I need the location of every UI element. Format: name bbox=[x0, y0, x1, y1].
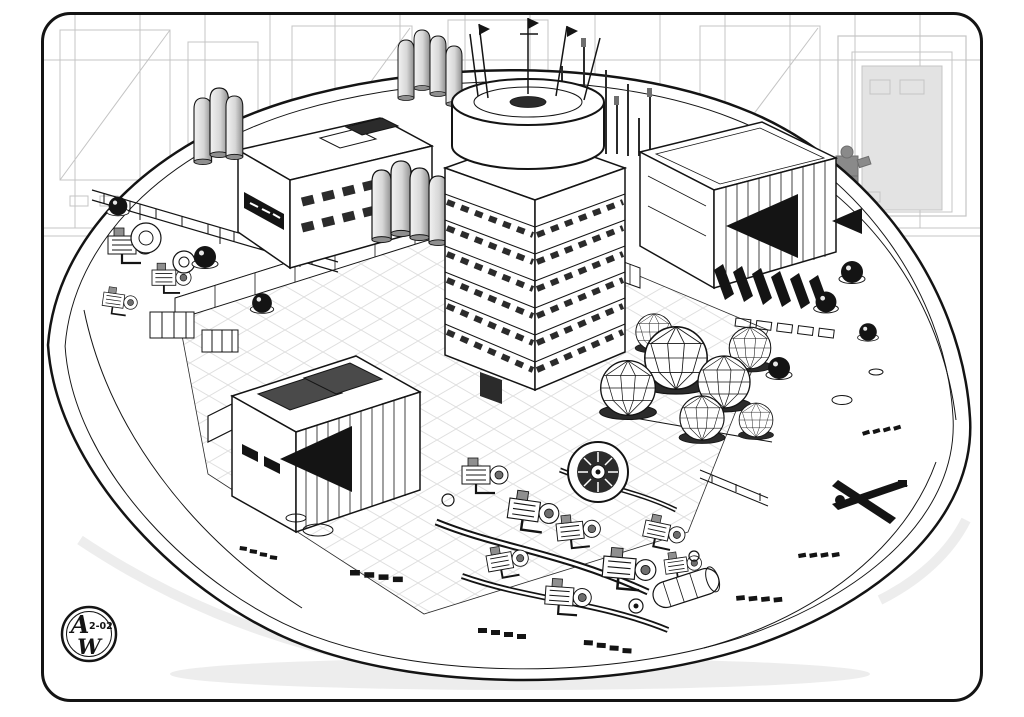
command-tower bbox=[442, 135, 628, 404]
tank-silo bbox=[390, 160, 412, 238]
tank-silo bbox=[429, 35, 447, 97]
badge-number: 2-02 bbox=[89, 621, 113, 632]
badge-letter-bottom: W bbox=[77, 634, 103, 659]
border-frame bbox=[41, 12, 983, 702]
artist-badge: A 2-02 W bbox=[60, 605, 118, 663]
hangar-arrow bbox=[726, 194, 798, 258]
dome bbox=[678, 395, 726, 445]
deck-hatches bbox=[238, 368, 902, 654]
dome bbox=[598, 360, 658, 421]
starboard-hangar bbox=[637, 121, 862, 290]
roof-panel bbox=[302, 362, 384, 395]
tank-silo bbox=[371, 169, 392, 244]
tank-silo bbox=[397, 39, 415, 101]
tank-silo bbox=[193, 97, 213, 166]
port-hangar bbox=[207, 355, 422, 534]
tank-silo bbox=[409, 167, 430, 242]
deck-window-bands bbox=[445, 199, 625, 373]
dark-window bbox=[242, 444, 258, 462]
geodesic-domes bbox=[598, 313, 774, 445]
engine-room bbox=[434, 441, 769, 633]
badge-letter-top: A bbox=[69, 610, 90, 639]
dome bbox=[738, 402, 774, 440]
tank-silo bbox=[413, 29, 431, 91]
tower-doorway bbox=[480, 372, 502, 404]
hull-turret bbox=[832, 480, 908, 524]
dark-window bbox=[264, 456, 280, 474]
backdrop-doorway bbox=[837, 35, 967, 217]
roof-vent bbox=[344, 117, 400, 136]
antenna-masts bbox=[469, 18, 601, 101]
turbine bbox=[567, 441, 629, 503]
horizontal-tank bbox=[652, 566, 721, 609]
hangar-arrow bbox=[280, 426, 352, 492]
tank-silo bbox=[225, 95, 244, 161]
hull-arrow-small bbox=[832, 208, 862, 234]
deck-hatch-markers bbox=[734, 317, 835, 339]
left-interior-machinery bbox=[100, 222, 239, 353]
deck-lines bbox=[444, 193, 626, 363]
mast-pennants bbox=[479, 18, 578, 37]
hazard-stripes bbox=[714, 264, 835, 339]
